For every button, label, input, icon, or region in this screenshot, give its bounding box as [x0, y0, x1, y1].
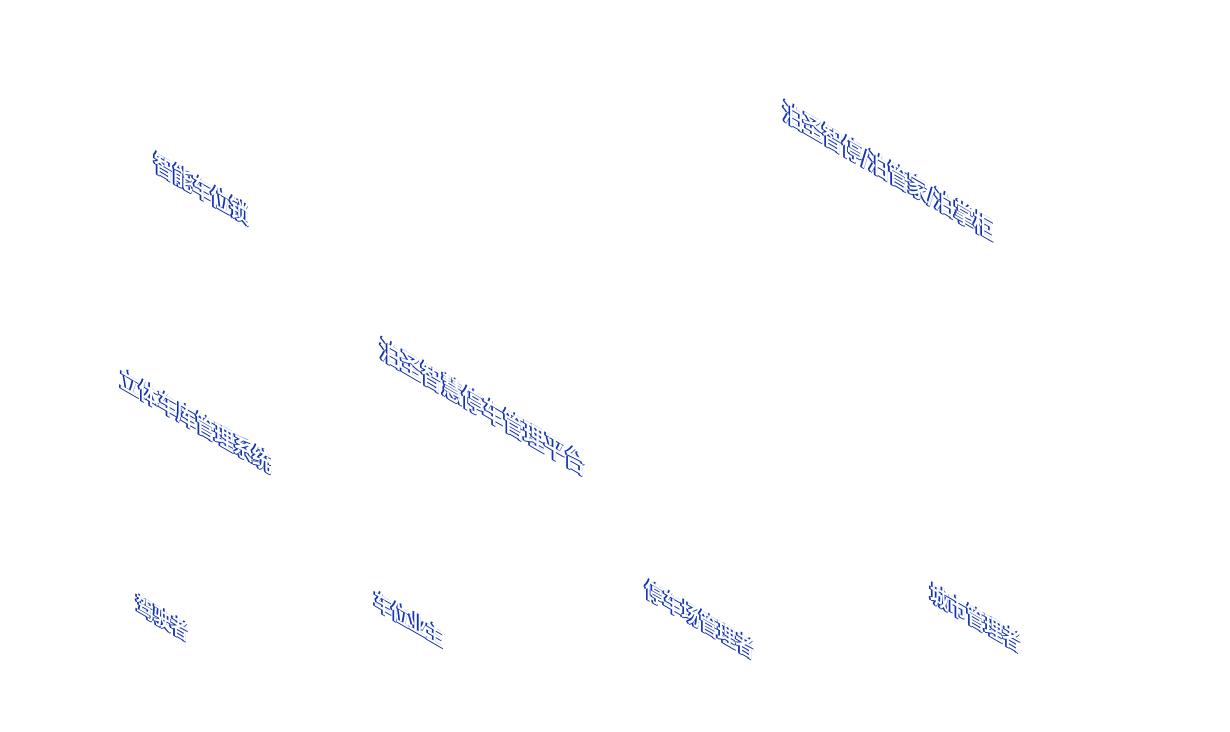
label-brand-apps: 泊圣智停/泊管家/泊掌柜: [783, 96, 994, 247]
label-smart-parking-lock: 智能车位锁: [154, 148, 249, 231]
label-platform: 泊圣智慧停车管理平台: [380, 334, 586, 483]
label-city-manager: 城市管理者: [930, 580, 1021, 659]
label-garage-system: 立体车库管理系统: [120, 364, 271, 480]
label-lot-manager: 停车场管理者: [645, 576, 754, 665]
label-driver: 驾驶者: [136, 592, 188, 647]
label-space-owner: 车位业主: [374, 588, 443, 653]
